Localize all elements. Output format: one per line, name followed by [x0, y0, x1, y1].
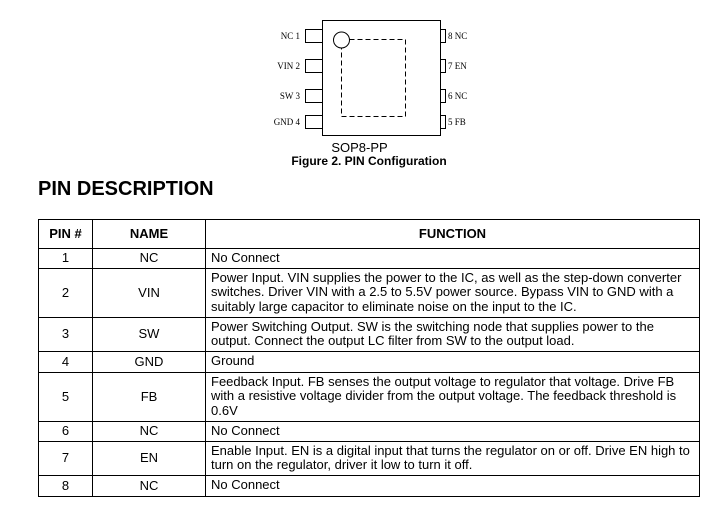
pin-function: No Connect: [205, 248, 700, 269]
exposed-pad-outline: [341, 39, 406, 117]
pin-function: Power Input. VIN supplies the power to t…: [205, 268, 700, 318]
pin-number: 4: [38, 351, 93, 373]
pin-name: VIN: [92, 268, 206, 318]
pin-7-lead: [440, 59, 446, 73]
pin-1-marker: [333, 31, 350, 49]
pin-function: Enable Input. EN is a digital input that…: [205, 441, 700, 476]
pin-2-lead: [305, 59, 323, 73]
pin-number: 3: [38, 317, 93, 352]
pin-1-lead: [305, 29, 323, 43]
package-name: SOP8-PP: [331, 140, 388, 155]
pin-label-2: VIN 2: [277, 61, 300, 71]
pin-configuration-diagram: NC 1 VIN 2 SW 3 GND 4 8 NC 7 EN 6 NC 5 F…: [274, 20, 467, 136]
header-name: NAME: [92, 219, 206, 249]
pin-label-5: 5 FB: [448, 117, 466, 127]
header-function: FUNCTION: [205, 219, 700, 249]
pin-number: 6: [38, 421, 93, 442]
pin-name: SW: [92, 317, 206, 352]
table-row: 2 VIN Power Input. VIN supplies the powe…: [38, 268, 700, 318]
pin-name: NC: [92, 421, 206, 442]
pin-4-lead: [305, 115, 323, 129]
pin-label-3: SW 3: [280, 91, 301, 101]
pin-6-lead: [440, 89, 446, 103]
pin-function: No Connect: [205, 421, 700, 442]
figure-caption: Figure 2. PIN Configuration: [291, 154, 447, 168]
pin-name: FB: [92, 372, 206, 422]
pin-8-lead: [440, 29, 446, 43]
pin-5-lead: [440, 115, 446, 129]
table-row: 4 GND Ground: [38, 351, 700, 373]
pin-label-7: 7 EN: [448, 61, 467, 71]
pin-number: 7: [38, 441, 93, 476]
pin-number: 1: [38, 248, 93, 269]
table-row: 5 FB Feedback Input. FB senses the outpu…: [38, 372, 700, 422]
table-row: 8 NC No Connect: [38, 475, 700, 497]
pin-name: GND: [92, 351, 206, 373]
pin-label-4: GND 4: [274, 117, 301, 127]
table-row: 6 NC No Connect: [38, 421, 700, 442]
section-title: PIN DESCRIPTION: [38, 178, 214, 200]
pin-name: EN: [92, 441, 206, 476]
pin-number: 5: [38, 372, 93, 422]
pin-name: NC: [92, 248, 206, 269]
pin-function: No Connect: [205, 475, 700, 497]
pin-number: 2: [38, 268, 93, 318]
header-pin-number: PIN #: [38, 219, 93, 249]
ic-package-body: [322, 20, 441, 136]
pin-label-6: 6 NC: [448, 91, 467, 101]
pin-description-table: PIN # NAME FUNCTION 1 NC No Connect 2 VI…: [38, 219, 700, 497]
pin-label-8: 8 NC: [448, 31, 467, 41]
table-row: 3 SW Power Switching Output. SW is the s…: [38, 317, 700, 352]
pin-function: Ground: [205, 351, 700, 373]
pin-function: Power Switching Output. SW is the switch…: [205, 317, 700, 352]
pin-label-1: NC 1: [281, 31, 300, 41]
pin-number: 8: [38, 475, 93, 497]
pin-name: NC: [92, 475, 206, 497]
table-row: 1 NC No Connect: [38, 248, 700, 269]
table-row: 7 EN Enable Input. EN is a digital input…: [38, 441, 700, 476]
pin-3-lead: [305, 89, 323, 103]
table-header-row: PIN # NAME FUNCTION: [38, 219, 700, 249]
pin-function: Feedback Input. FB senses the output vol…: [205, 372, 700, 422]
